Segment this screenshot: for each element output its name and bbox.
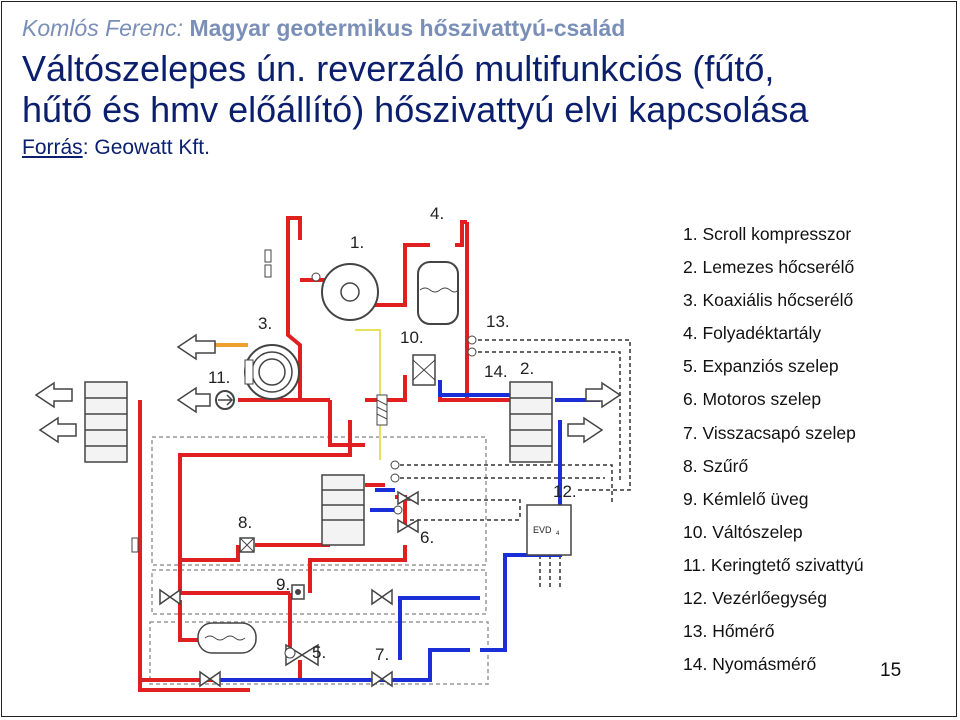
slide-subtitle: Komlós Ferenc: Magyar geotermikus hősziv… bbox=[22, 14, 942, 42]
legend-item: 5. Expanziós szelep bbox=[683, 356, 839, 377]
callout-6: 6. bbox=[420, 528, 434, 547]
motorized-valve bbox=[397, 518, 419, 534]
controller-unit bbox=[526, 504, 572, 556]
callout-3: 3. bbox=[258, 314, 272, 333]
callout-12: 12. bbox=[553, 482, 577, 501]
plate-exchanger-2 bbox=[509, 381, 553, 463]
motorized-valve bbox=[397, 490, 419, 506]
slide-title: Váltószelepes ún. reverzáló multifunkció… bbox=[22, 48, 942, 130]
center-plate-exchanger bbox=[321, 474, 365, 546]
legend-item: 13. Hőmérő bbox=[683, 621, 775, 642]
legend-item: 7. Visszacsapó szelep bbox=[683, 422, 856, 443]
component-legend: 1. Scroll kompresszor 2. Lemezes hőcseré… bbox=[683, 222, 864, 685]
callout-8: 8. bbox=[238, 513, 252, 532]
page-number: 15 bbox=[880, 660, 902, 681]
controller-sub: 4 bbox=[556, 531, 560, 537]
legend-item: 4. Folyadéktartály bbox=[683, 323, 822, 344]
signal-lines bbox=[400, 339, 631, 590]
callout-4: 4. bbox=[430, 204, 444, 223]
legend-item: 10. Váltószelep bbox=[683, 521, 803, 542]
arrow-left-icon bbox=[38, 416, 77, 444]
plate-heat-exchangers bbox=[84, 381, 553, 546]
source-line: Forrás: Geowatt Kft. bbox=[22, 136, 942, 160]
sensors bbox=[131, 249, 477, 553]
sense-line bbox=[355, 329, 381, 460]
arrow-right-icon bbox=[585, 381, 622, 409]
author-name: Komlós Ferenc: bbox=[22, 15, 184, 41]
series-name: Magyar geotermikus hőszivattyú-család bbox=[189, 15, 626, 41]
callout-labels: 1. 2. 3. 4. 5. 6. 7. 8. 9. 10. 11. 12. 1… bbox=[208, 204, 577, 664]
legend-item: 2. Lemezes hőcserélő bbox=[683, 257, 855, 278]
callout-10: 10. bbox=[400, 328, 424, 347]
title-line-1: Váltószelepes ún. reverzáló multifunkció… bbox=[22, 48, 775, 89]
source-value: : Geowatt Kft. bbox=[82, 136, 210, 159]
arrow-right-icon bbox=[567, 416, 604, 444]
dashed-enclosures bbox=[149, 436, 489, 685]
arrow-left-icon bbox=[176, 333, 216, 361]
flow-arrows bbox=[34, 333, 622, 444]
slide-header: Komlós Ferenc: Magyar geotermikus hősziv… bbox=[22, 14, 942, 160]
check-valves bbox=[159, 588, 393, 688]
legend-item: 14. Nyomásmérő bbox=[683, 654, 817, 675]
callout-14: 14. bbox=[484, 362, 508, 381]
callout-7: 7. bbox=[375, 645, 389, 664]
scroll-compressor bbox=[321, 263, 379, 321]
source-label: Forrás bbox=[22, 136, 83, 159]
callout-5: 5. bbox=[312, 643, 326, 662]
arrow-left-icon bbox=[34, 381, 73, 409]
callout-13: 13. bbox=[486, 312, 510, 331]
title-line-2: hűtő és hmv előállító) hőszivattyú elvi … bbox=[22, 89, 809, 130]
legend-item: 8. Szűrő bbox=[683, 455, 749, 476]
left-plate-exchanger bbox=[84, 381, 128, 463]
callout-1: 1. bbox=[350, 233, 364, 252]
compressor-rotor bbox=[340, 282, 360, 302]
callout-9: 9. bbox=[276, 575, 290, 594]
legend-item: 3. Koaxiális hőcserélő bbox=[683, 290, 854, 311]
controller-label: EVD bbox=[533, 525, 552, 535]
callout-2: 2. bbox=[520, 359, 534, 378]
legend-item: 11. Keringtető szivattyú bbox=[683, 554, 864, 575]
legend-item: 6. Motoros szelep bbox=[683, 389, 822, 410]
callout-11: 11. bbox=[208, 368, 230, 387]
legend-item: 9. Kémlelő üveg bbox=[683, 488, 809, 509]
liquid-receiver bbox=[417, 261, 459, 325]
legend-item: 1. Scroll kompresszor bbox=[683, 224, 852, 244]
arrow-left-icon bbox=[176, 386, 211, 414]
legend-item: 12. Vezérlőegység bbox=[683, 588, 827, 609]
bottom-tank bbox=[197, 622, 257, 654]
